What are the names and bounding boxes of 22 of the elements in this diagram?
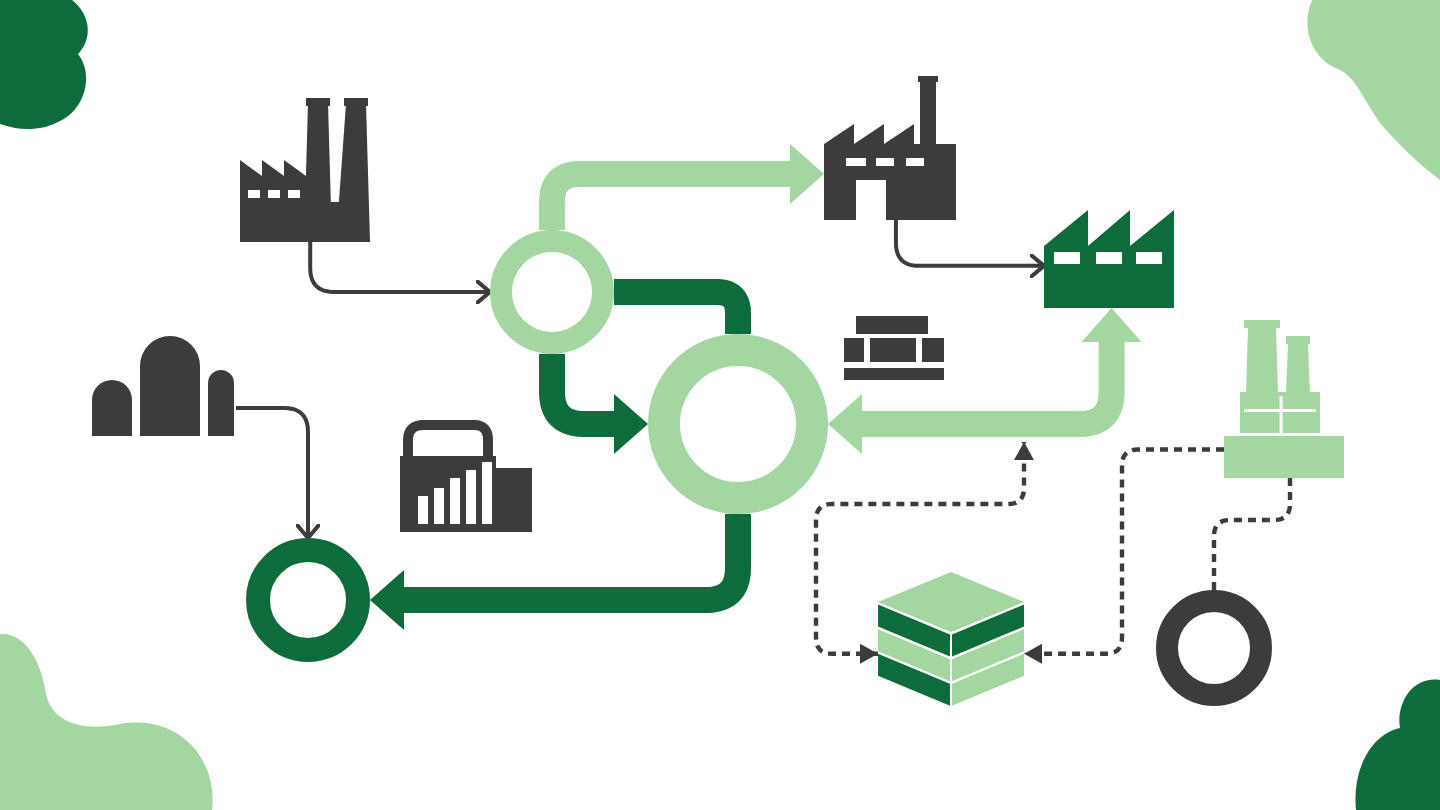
arrow (539, 143, 824, 230)
arrow (539, 354, 648, 454)
bar-chart-icon (400, 420, 532, 532)
dashed-line (1211, 478, 1293, 590)
power-plant-icon (1224, 320, 1344, 478)
arrow (828, 308, 1142, 454)
arrow (236, 406, 321, 540)
ring (648, 334, 828, 514)
silos-icon (92, 336, 236, 436)
dashed-arrow (813, 442, 1034, 664)
connector-line (614, 279, 751, 334)
factory-icon (240, 98, 370, 242)
ring (1156, 590, 1272, 706)
arrow (893, 220, 1046, 279)
ring (246, 538, 370, 662)
layers-icon (878, 572, 1024, 706)
bricks-icon (844, 316, 944, 380)
arrow (308, 242, 492, 305)
factory-icon (824, 76, 956, 220)
ring (490, 230, 614, 354)
factory-icon (1044, 210, 1174, 308)
dashed-arrow (1024, 447, 1224, 664)
